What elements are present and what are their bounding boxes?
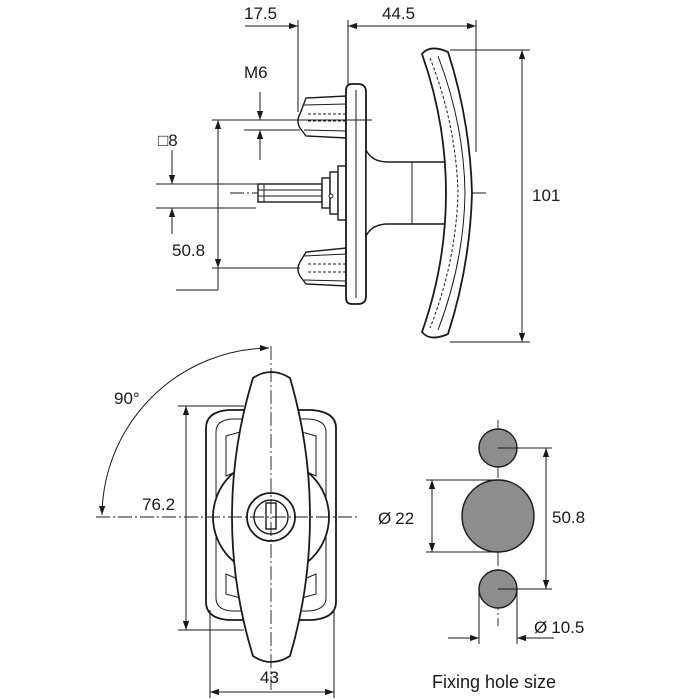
dimension-44-5-label: 44.5 [382, 4, 415, 23]
dimension-hole-pitch-label: 50.8 [552, 508, 585, 527]
dimension-44-5: 44.5 [347, 4, 477, 152]
side-view: 17.5 44.5 M6 □8 [156, 4, 560, 343]
dimension-hole-pitch: 50.8 [498, 447, 585, 590]
escutcheon-plate [345, 83, 367, 305]
fixing-hole-caption: Fixing hole size [432, 672, 556, 692]
dimension-101-label: 101 [532, 186, 560, 205]
dimension-m6: M6 [244, 63, 372, 160]
dia-10-5-value: 10.5 [551, 618, 584, 637]
center-fixing-hole [461, 479, 535, 553]
dimension-m6-label: M6 [244, 63, 268, 82]
dimension-43: 43 [209, 610, 335, 698]
dimension-17-5: 17.5 [244, 4, 299, 112]
square-symbol: □ [158, 131, 168, 150]
lower-mounting-stud [297, 247, 347, 287]
dimension-square-8: □8 [156, 131, 258, 234]
dimension-rotation-90: 90° [98, 344, 270, 516]
dimension-101: 101 [450, 49, 560, 343]
dimension-stud-pitch-side: 50.8 [172, 119, 300, 291]
handle-hub [365, 149, 447, 237]
front-view: 90° 76.2 43 [96, 344, 360, 698]
dimension-rotation-90-label: 90° [114, 389, 140, 408]
dimension-square-8-label: □8 [158, 131, 178, 150]
dimension-76-2-label: 76.2 [142, 495, 175, 514]
dia-22-value: 22 [395, 509, 414, 528]
dimension-76-2: 76.2 [142, 405, 244, 631]
upper-mounting-stud [297, 95, 347, 139]
t-handle-grip [420, 47, 473, 339]
dimension-17-5-label: 17.5 [244, 4, 277, 23]
dimension-43-label: 43 [260, 668, 279, 687]
dia-22-symbol: Ø [378, 509, 391, 528]
square-value: 8 [168, 131, 177, 150]
square-spindle [257, 183, 323, 203]
dia-10-5-symbol: Ø [534, 618, 547, 637]
dimension-stud-pitch-side-label: 50.8 [172, 241, 205, 260]
